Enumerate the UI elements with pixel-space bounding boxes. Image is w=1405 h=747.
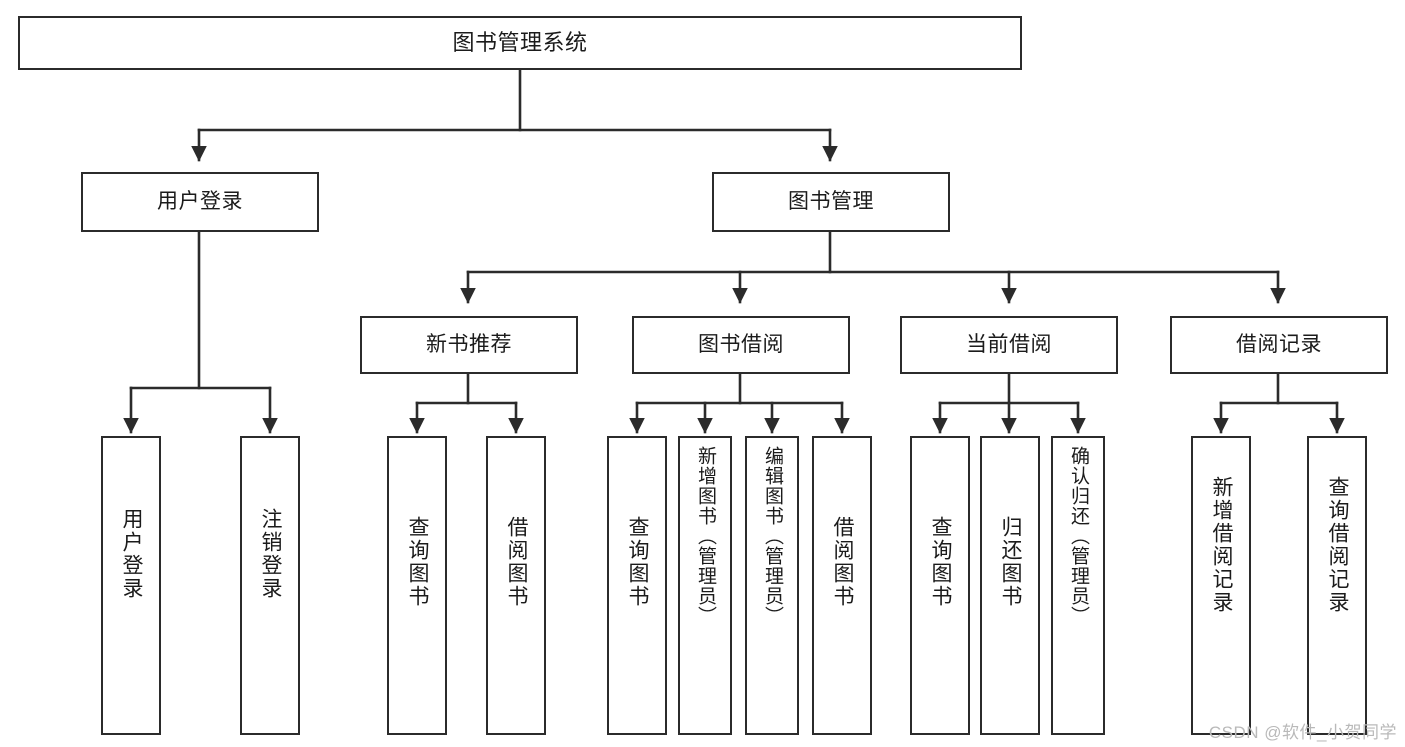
- node-leaf-user-login-label: 用户登录: [120, 508, 144, 600]
- node-leaf-edit-book[interactable]: 编辑图书（管理员）: [745, 436, 799, 735]
- node-root-label: 图书管理系统: [452, 30, 588, 56]
- node-leaf-query-book-1-label: 查询图书: [406, 516, 430, 608]
- node-root[interactable]: 图书管理系统: [18, 16, 1022, 70]
- node-leaf-logout[interactable]: 注销登录: [240, 436, 300, 735]
- node-leaf-add-book-label: 新增图书（管理员）: [694, 446, 716, 626]
- node-leaf-query-book-2-label: 查询图书: [626, 516, 650, 608]
- node-leaf-return-book-label: 归还图书: [999, 516, 1023, 608]
- node-leaf-query-book-3-label: 查询图书: [929, 516, 953, 608]
- node-leaf-borrow-book-2[interactable]: 借阅图书: [812, 436, 872, 735]
- node-user-login-label: 用户登录: [157, 189, 243, 213]
- node-leaf-borrow-book-1-label: 借阅图书: [505, 516, 529, 608]
- node-book-manage-label: 图书管理: [788, 189, 874, 213]
- node-new-book-recommend[interactable]: 新书推荐: [360, 316, 578, 374]
- node-leaf-return-book[interactable]: 归还图书: [980, 436, 1040, 735]
- node-borrow-record-label: 借阅记录: [1236, 332, 1322, 356]
- node-leaf-add-record-label: 新增借阅记录: [1210, 476, 1234, 614]
- node-leaf-query-book-1[interactable]: 查询图书: [387, 436, 447, 735]
- node-leaf-confirm-return[interactable]: 确认归还（管理员）: [1051, 436, 1105, 735]
- node-current-borrow-label: 当前借阅: [966, 332, 1052, 356]
- node-leaf-query-record[interactable]: 查询借阅记录: [1307, 436, 1367, 735]
- node-leaf-add-record[interactable]: 新增借阅记录: [1191, 436, 1251, 735]
- node-borrow-record[interactable]: 借阅记录: [1170, 316, 1388, 374]
- node-book-borrow-label: 图书借阅: [698, 332, 784, 356]
- node-current-borrow[interactable]: 当前借阅: [900, 316, 1118, 374]
- node-book-manage[interactable]: 图书管理: [712, 172, 950, 232]
- node-user-login[interactable]: 用户登录: [81, 172, 319, 232]
- node-leaf-confirm-return-label: 确认归还（管理员）: [1067, 446, 1089, 626]
- node-leaf-query-record-label: 查询借阅记录: [1326, 476, 1350, 614]
- node-leaf-query-book-3[interactable]: 查询图书: [910, 436, 970, 735]
- node-new-book-recommend-label: 新书推荐: [426, 332, 512, 356]
- node-leaf-borrow-book-1[interactable]: 借阅图书: [486, 436, 546, 735]
- watermark-text: CSDN @软件_小贺同学: [1208, 723, 1397, 742]
- node-leaf-borrow-book-2-label: 借阅图书: [831, 516, 855, 608]
- node-leaf-query-book-2[interactable]: 查询图书: [607, 436, 667, 735]
- node-leaf-edit-book-label: 编辑图书（管理员）: [761, 446, 783, 626]
- node-leaf-user-login[interactable]: 用户登录: [101, 436, 161, 735]
- node-book-borrow[interactable]: 图书借阅: [632, 316, 850, 374]
- node-leaf-add-book[interactable]: 新增图书（管理员）: [678, 436, 732, 735]
- node-leaf-logout-label: 注销登录: [259, 508, 283, 600]
